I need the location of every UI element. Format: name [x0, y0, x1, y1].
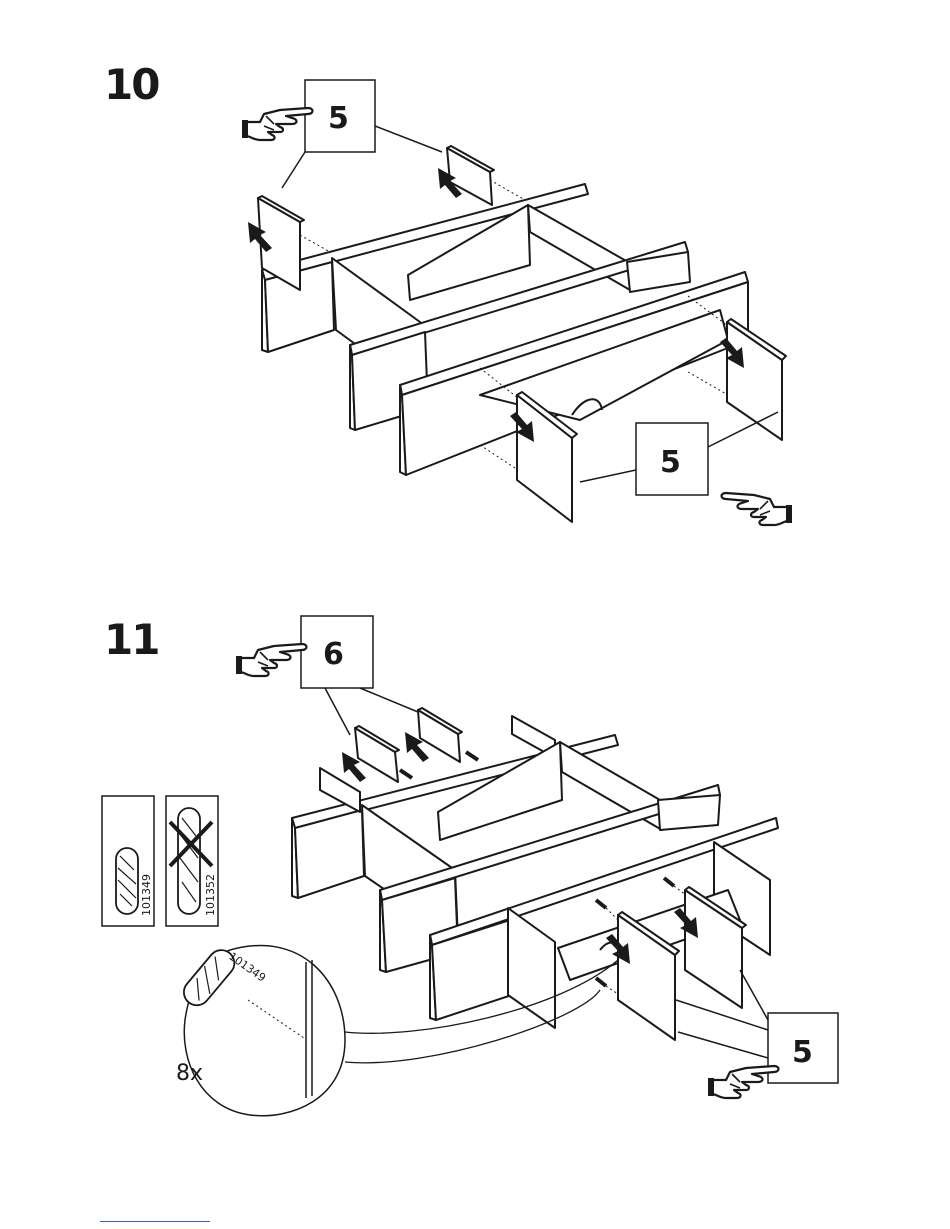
footer-rule	[100, 1221, 210, 1222]
dowel-icon	[178, 808, 200, 914]
callout-count: 5	[328, 101, 349, 136]
callout-box: 6	[301, 616, 418, 735]
dowel-code: 101349	[140, 874, 153, 916]
dowel-correct-card: 101349	[102, 796, 154, 926]
dowel-code: 101352	[204, 874, 217, 916]
step-11-illustration	[292, 708, 778, 1040]
callout-count: 6	[323, 637, 344, 672]
dowel-wrong-card: 101352	[166, 796, 218, 926]
quantity-label: 8x	[176, 1061, 203, 1086]
pointing-hand-icon	[236, 644, 307, 676]
callout-box: 5	[282, 80, 442, 188]
callout-box: 5	[676, 970, 838, 1083]
callout-count: 5	[660, 445, 681, 480]
dowel-icon	[116, 848, 138, 914]
pointing-hand-icon	[242, 108, 313, 140]
panel	[658, 795, 720, 830]
callout-box: 5	[580, 412, 778, 495]
callout-count: 5	[792, 1035, 813, 1070]
pointing-hand-icon	[722, 493, 793, 525]
